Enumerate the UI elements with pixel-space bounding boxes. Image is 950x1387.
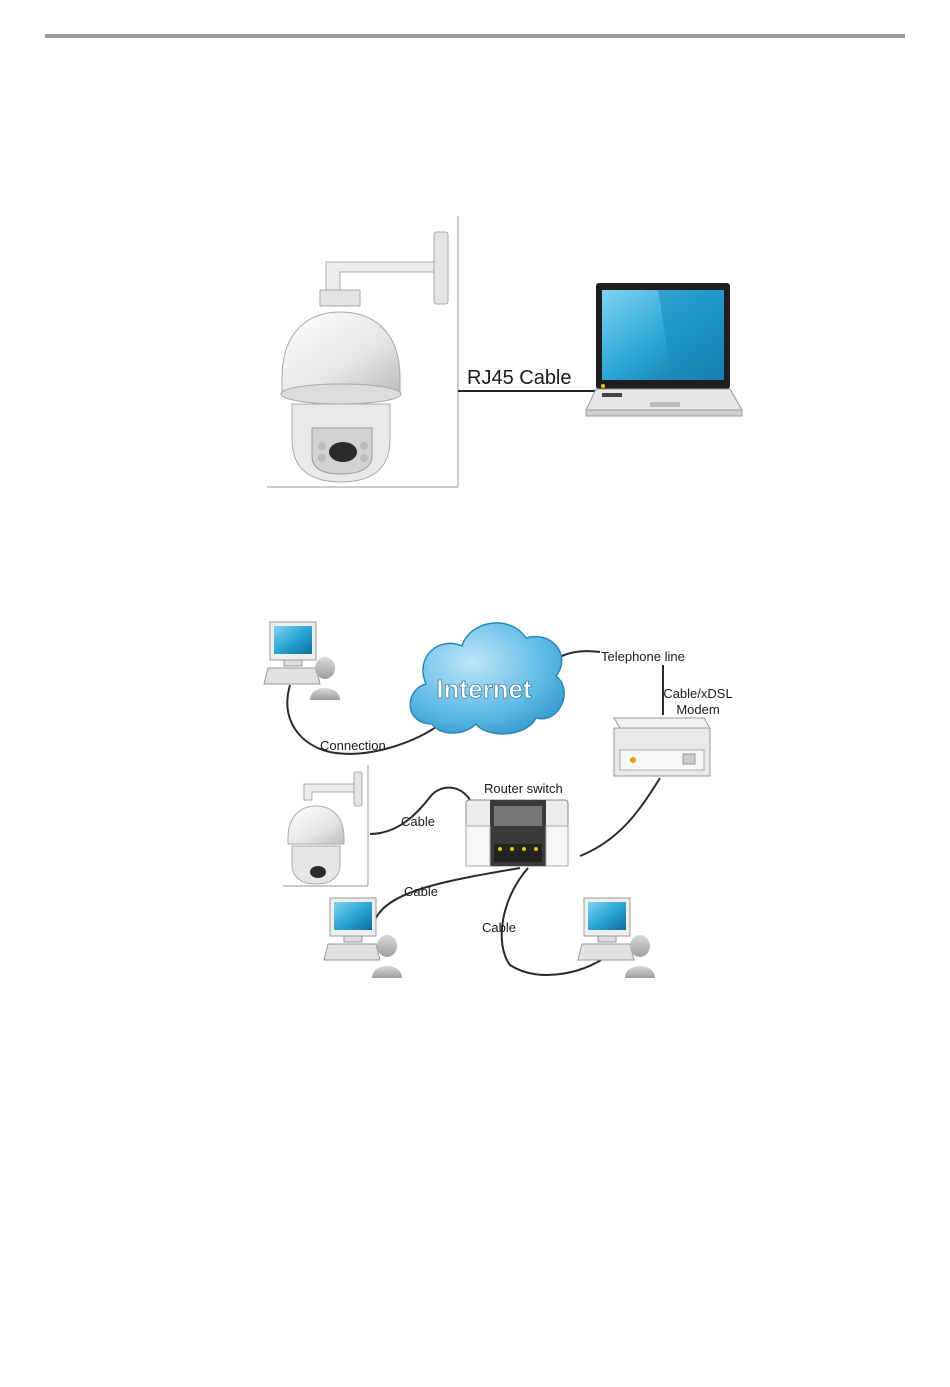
ptz-camera-icon xyxy=(283,765,368,886)
camera-photo xyxy=(267,216,458,487)
pc-left-router-cable xyxy=(376,868,520,918)
figure-network-connection: Internet Telephone line Cable/xDSL Modem… xyxy=(264,622,733,978)
figure-direct-connection: RJ45 Cable xyxy=(267,216,742,487)
laptop-icon xyxy=(586,283,742,416)
cable-label-camera: Cable xyxy=(401,814,435,829)
internet-cloud-icon: Internet xyxy=(410,623,564,734)
connection-label: Connection xyxy=(320,738,386,753)
rj45-cable-label: RJ45 Cable xyxy=(467,367,572,389)
cable-label-pc-left: Cable xyxy=(404,884,438,899)
telephone-line-label: Telephone line xyxy=(601,649,685,664)
modem-router-line xyxy=(580,778,660,856)
router-switch-label: Router switch xyxy=(484,781,563,796)
modem-label-line2: Modem xyxy=(676,702,719,717)
internet-label: Internet xyxy=(436,674,532,704)
router-switch-icon xyxy=(466,800,568,866)
cable-label-pc-right: Cable xyxy=(482,920,516,935)
modem-icon xyxy=(614,718,710,776)
modem-label-line1: Cable/xDSL xyxy=(663,686,732,701)
computer-top-left-icon xyxy=(264,622,340,700)
computer-bottom-left-icon xyxy=(324,898,402,978)
